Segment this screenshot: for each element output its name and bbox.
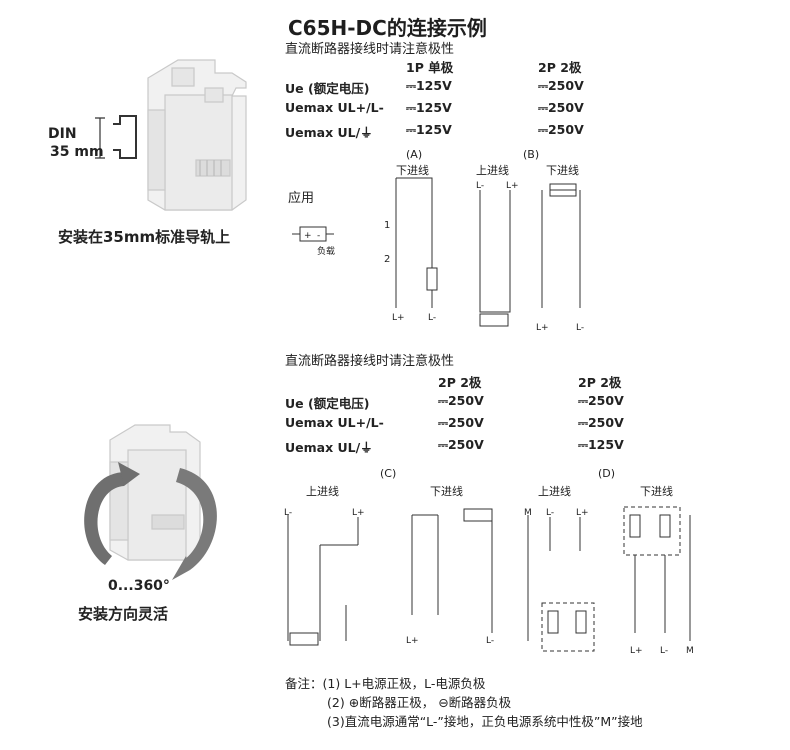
- dc-symbol-icon: ⎓: [438, 393, 448, 408]
- din-caption: 安装在35mm标准导轨上: [58, 228, 231, 246]
- svg-text:L+: L+: [406, 636, 419, 646]
- svg-text:L-: L-: [486, 636, 494, 646]
- note-text: 断路器负极: [448, 695, 512, 710]
- diagram-c-feed-up: 上进线: [306, 484, 339, 498]
- svg-text:M: M: [524, 508, 532, 518]
- dc-symbol-icon: ⎓: [538, 100, 548, 115]
- dc-symbol-icon: ⎓: [438, 437, 448, 452]
- svg-text:2: 2: [384, 254, 390, 265]
- svg-text:L+: L+: [506, 181, 519, 191]
- svg-text:M: M: [686, 646, 694, 656]
- din-rail-icon: [95, 115, 137, 159]
- section1-value: ⎓125V: [406, 100, 452, 115]
- section1-col-header-2: 2P 2极: [538, 60, 582, 75]
- section2-value: ⎓250V: [438, 415, 484, 430]
- din-size-label: 35 mm: [50, 144, 104, 160]
- rotation-arrow-icon: [84, 462, 217, 580]
- section2-col-header-2: 2P 2极: [578, 375, 622, 390]
- dc-symbol-icon: ⎓: [406, 122, 416, 137]
- rotation-label: 0...360°: [108, 578, 170, 594]
- section1-value: ⎓250V: [538, 100, 584, 115]
- section2-row-label: Uemax UL+/L-: [285, 415, 384, 430]
- dc-symbol-icon: ⎓: [578, 415, 588, 430]
- section1-value: ⎓250V: [538, 78, 584, 93]
- plus-circle-icon: ⊕: [348, 695, 360, 710]
- svg-text:+: +: [304, 231, 312, 241]
- diagram-b-feed-down: 下进线: [546, 163, 579, 177]
- diagram-a-feed: 下进线: [396, 163, 429, 177]
- note-prefix: 备注：: [285, 676, 323, 691]
- rotation-caption: 安装方向灵活: [78, 605, 169, 623]
- section1-value: ⎓125V: [406, 122, 452, 137]
- load-label: 负载: [317, 245, 335, 257]
- dc-symbol-icon: ⎓: [538, 122, 548, 137]
- svg-text:L+: L+: [392, 313, 405, 323]
- page-title: C65H-DC的连接示例: [288, 16, 487, 40]
- svg-text:L-: L-: [428, 313, 436, 323]
- svg-text:L+: L+: [352, 508, 365, 518]
- svg-text:L-: L-: [576, 323, 584, 333]
- note-line-2: (2) ⊕断路器正极， ⊖断路器负极: [327, 692, 511, 711]
- section2-value: ⎓250V: [578, 415, 624, 430]
- diagram-b-feed-up: 上进线: [476, 163, 509, 177]
- section2-row-label: Ue (额定电压): [285, 396, 370, 411]
- diagram-c-feed-down: 下进线: [430, 484, 463, 498]
- section2-col-header-1: 2P 2极: [438, 375, 482, 390]
- svg-text:L-: L-: [476, 181, 484, 191]
- dc-symbol-icon: ⎓: [406, 100, 416, 115]
- svg-text:L+: L+: [536, 323, 549, 333]
- section1-value: ⎓250V: [538, 122, 584, 137]
- diagram-ab: 应用 + - 负载 (A) 下进线 1 2 L+ L- (B) 上进线 下进线 …: [288, 148, 584, 333]
- section1-row-label: Uemax UL/⏚: [285, 125, 373, 140]
- svg-text:L+: L+: [576, 508, 589, 518]
- minus-circle-icon: ⊖: [438, 695, 449, 710]
- svg-text:L-: L-: [284, 508, 292, 518]
- dc-symbol-icon: ⎓: [438, 415, 448, 430]
- svg-text:L-: L-: [660, 646, 668, 656]
- left-illustrations: DIN 35 mm 0...360°: [48, 59, 247, 594]
- svg-text:L-: L-: [546, 508, 554, 518]
- dc-symbol-icon: ⎓: [578, 393, 588, 408]
- app-label: 应用: [288, 190, 314, 206]
- diagram-b-tag: (B): [523, 148, 539, 161]
- dc-symbol-icon: ⎓: [578, 437, 588, 452]
- diagram-c-circuit: L- L+ L+ L-: [284, 508, 494, 646]
- diagram-a-circuit: 1 2 L+ L-: [384, 177, 438, 323]
- diagram-c-tag: (C): [380, 467, 396, 480]
- note-text: (2): [327, 695, 345, 710]
- section2-value: ⎓250V: [578, 393, 624, 408]
- section2-subtitle: 直流断路器接线时请注意极性: [285, 354, 455, 369]
- svg-text:1: 1: [384, 220, 390, 231]
- section2-value: ⎓250V: [438, 393, 484, 408]
- section1-subtitle: 直流断路器接线时请注意极性: [285, 42, 455, 57]
- load-legend-icon: + -: [292, 226, 334, 242]
- note-text: 断路器正极，: [359, 695, 435, 710]
- note-text: (1) L+电源正极，L-电源负极: [322, 676, 486, 691]
- note-line-3: (3)直流电源通常“L-”接地，正负电源系统中性极”M”接地: [327, 714, 643, 729]
- diagram-cd: (C) 上进线 下进线 L- L+ L+ L- (D) 上进线 下进线 M L-…: [284, 467, 694, 656]
- din-label: DIN: [48, 126, 77, 142]
- section1-row-label: Ue (额定电压): [285, 81, 370, 96]
- section2-row-label: Uemax UL/⏚: [285, 440, 373, 455]
- section2-value: ⎓250V: [438, 437, 484, 452]
- section1-col-header-1: 1P 单极: [406, 60, 454, 75]
- diagram-d-tag: (D): [598, 467, 615, 480]
- section1-value: ⎓125V: [406, 78, 452, 93]
- svg-text:-: -: [317, 231, 320, 241]
- diagram-d-feed-up: 上进线: [538, 484, 571, 498]
- diagram-a-tag: (A): [406, 148, 422, 161]
- diagram-b-circuit: L- L+ L+ L-: [476, 181, 584, 333]
- dc-symbol-icon: ⎓: [538, 78, 548, 93]
- dc-symbol-icon: ⎓: [406, 78, 416, 93]
- section1-row-label: Uemax UL+/L-: [285, 100, 384, 115]
- diagram-d-circuit: M L- L+ L+ L- M: [524, 506, 694, 656]
- breaker-din-illustration: [147, 59, 247, 211]
- section2-value: ⎓125V: [578, 437, 624, 452]
- svg-text:L+: L+: [630, 646, 643, 656]
- breaker-rotation-illustration: [109, 424, 201, 561]
- note-line-1: 备注：(1) L+电源正极，L-电源负极: [285, 673, 485, 692]
- diagram-d-feed-down: 下进线: [640, 484, 673, 498]
